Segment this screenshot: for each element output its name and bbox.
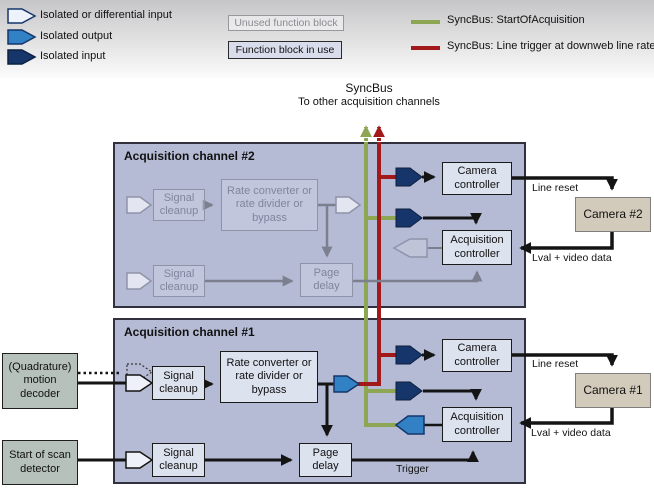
ch2-rate-converter: Rate converter or rate divider or bypass bbox=[221, 179, 318, 231]
syncbus-red-swatch bbox=[411, 46, 440, 50]
camera2-box: Camera #2 bbox=[575, 197, 651, 232]
ch2-signal-cleanup-top: Signal cleanup bbox=[153, 189, 205, 221]
ch1-signal-cleanup-bottom: Signal cleanup bbox=[152, 443, 205, 477]
ch1-signal-cleanup-top: Signal cleanup bbox=[152, 366, 205, 400]
ch1-lval-label: Lval + video data bbox=[531, 427, 611, 439]
legend-syncbus-red: SyncBus: Line trigger at downweb line ra… bbox=[447, 40, 654, 52]
channel1-title: Acquisition channel #1 bbox=[124, 325, 255, 339]
motion-decoder-box: (Quadrature) motion decoder bbox=[2, 353, 78, 409]
legend-syncbus-green: SyncBus: StartOfAcquisition bbox=[447, 14, 585, 26]
isolated-differential-input-icon bbox=[7, 8, 37, 24]
ch1-line-reset-label: Line reset bbox=[532, 358, 579, 370]
legend-unused-block: Unused function block bbox=[228, 15, 344, 31]
channel2-title: Acquisition channel #2 bbox=[124, 149, 255, 163]
ch1-camera-controller: Camera controller bbox=[442, 339, 512, 372]
legend-used-block: Function block in use bbox=[228, 41, 342, 59]
legend-item-isolated-input: Isolated input bbox=[40, 50, 106, 62]
scan-detector-box: Start of scan detector bbox=[2, 440, 78, 485]
ch2-page-delay: Page delay bbox=[300, 263, 353, 297]
legend-item-isolated-output: Isolated output bbox=[40, 30, 113, 42]
syncbus-title: SyncBus bbox=[345, 81, 393, 95]
isolated-output-icon bbox=[7, 29, 37, 45]
legend-band: Isolated or differential input Isolated … bbox=[0, 0, 654, 78]
ch2-signal-cleanup-bottom: Signal cleanup bbox=[153, 265, 205, 297]
ch2-lval-arrow bbox=[519, 232, 614, 254]
ch2-camera-controller: Camera controller bbox=[442, 162, 512, 195]
camera1-box: Camera #1 bbox=[575, 373, 651, 408]
syncbus-green-swatch bbox=[411, 20, 440, 24]
ch2-lval-label: Lval + video data bbox=[532, 252, 612, 264]
syncbus-subtitle: To other acquisition channels bbox=[298, 96, 440, 108]
ch2-acquisition-controller: Acquisition controller bbox=[442, 230, 512, 265]
ch1-page-delay: Page delay bbox=[299, 443, 352, 477]
legend-icons bbox=[7, 8, 37, 65]
ch1-acquisition-controller: Acquisition controller bbox=[442, 407, 512, 442]
ch1-trigger-label: Trigger bbox=[396, 463, 429, 475]
isolated-input-icon bbox=[7, 49, 37, 65]
legend-item-differential-input: Isolated or differential input bbox=[40, 9, 172, 21]
ch2-line-reset-label: Line reset bbox=[532, 182, 579, 194]
ch1-rate-converter: Rate converter or rate divider or bypass bbox=[220, 351, 318, 403]
ch1-lval-arrow bbox=[519, 408, 614, 429]
